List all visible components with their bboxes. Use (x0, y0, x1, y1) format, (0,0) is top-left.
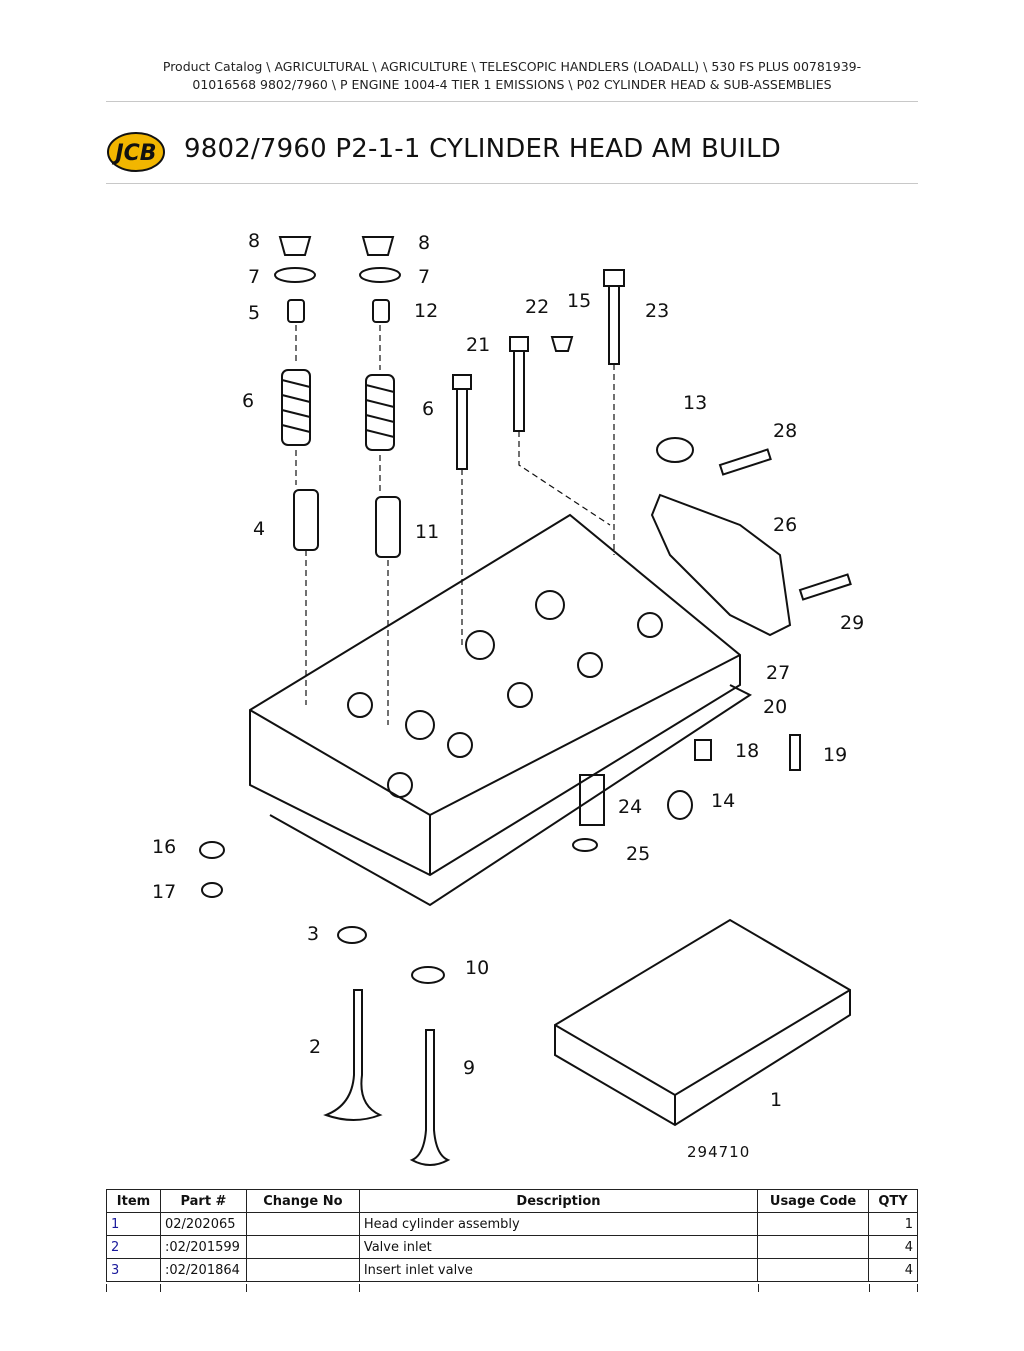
column-header-change: Change No (245, 1189, 360, 1213)
callout-9: 9 (463, 1057, 475, 1079)
quantity: 4 (867, 1258, 919, 1282)
header-divider (106, 101, 918, 102)
callout-29: 29 (840, 612, 864, 634)
callout-3: 3 (307, 923, 319, 945)
callout-26: 26 (773, 514, 797, 536)
column-header-usage: Usage Code (757, 1189, 869, 1213)
jcb-logo-text: JCB (111, 141, 156, 166)
callout-12: 12 (414, 300, 438, 322)
usage-code (757, 1235, 869, 1259)
callout-23: 23 (645, 300, 669, 322)
callout-10: 10 (465, 957, 489, 979)
callout-14: 14 (711, 790, 735, 812)
table-continuation (106, 1284, 918, 1292)
part-number: :02/201599 (159, 1235, 247, 1259)
callout-7-left: 7 (248, 266, 260, 288)
breadcrumb: Product Catalog \ AGRICULTURAL \ AGRICUL… (106, 58, 918, 94)
breadcrumb-line-1: Product Catalog \ AGRICULTURAL \ AGRICUL… (162, 59, 862, 74)
callout-6-left: 6 (242, 390, 254, 412)
diagram-reference-number: 294710 (687, 1143, 750, 1161)
usage-code (757, 1258, 869, 1282)
table-row: 1 02/202065 Head cylinder assembly 1 (106, 1212, 919, 1236)
column-header-part: Part # (159, 1189, 247, 1213)
callout-28: 28 (773, 420, 797, 442)
column-header-description: Description (358, 1189, 759, 1213)
callout-8-left: 8 (248, 230, 260, 252)
page-title: 9802/7960 P2-1-1 CYLINDER HEAD AM BUILD (184, 134, 782, 164)
callout-13: 13 (683, 392, 707, 414)
item-link[interactable]: 1 (106, 1212, 161, 1236)
callout-1: 1 (770, 1089, 782, 1111)
title-divider (106, 183, 918, 184)
callout-21: 21 (466, 334, 490, 356)
parts-table: Item Part # Change No Description Usage … (106, 1189, 919, 1282)
change-number (245, 1212, 360, 1236)
callout-25: 25 (626, 843, 650, 865)
callout-4: 4 (253, 518, 265, 540)
quantity: 1 (867, 1212, 919, 1236)
breadcrumb-line-2: 01016568 9802/7960 \ P ENGINE 1004-4 TIE… (192, 77, 832, 92)
column-header-item: Item (106, 1189, 161, 1213)
callout-20: 20 (763, 696, 787, 718)
description: Insert inlet valve (358, 1258, 759, 1282)
item-link[interactable]: 3 (106, 1258, 161, 1282)
callout-8-right: 8 (418, 232, 430, 254)
part-number: 02/202065 (159, 1212, 247, 1236)
quantity: 4 (867, 1235, 919, 1259)
callout-24: 24 (618, 796, 642, 818)
change-number (245, 1258, 360, 1282)
jcb-logo: JCB (107, 132, 165, 172)
callout-6-right: 6 (422, 398, 434, 420)
callout-5: 5 (248, 302, 260, 324)
usage-code (757, 1212, 869, 1236)
column-header-qty: QTY (867, 1189, 919, 1213)
description: Head cylinder assembly (358, 1212, 759, 1236)
callout-19: 19 (823, 744, 847, 766)
callout-11: 11 (415, 521, 439, 543)
item-link[interactable]: 2 (106, 1235, 161, 1259)
callout-16: 16 (152, 836, 176, 858)
callout-27: 27 (766, 662, 790, 684)
callout-15: 15 (567, 290, 591, 312)
table-header-row: Item Part # Change No Description Usage … (106, 1189, 919, 1213)
callout-17: 17 (152, 881, 176, 903)
callout-22: 22 (525, 296, 549, 318)
part-number: :02/201864 (159, 1258, 247, 1282)
callout-18: 18 (735, 740, 759, 762)
change-number (245, 1235, 360, 1259)
table-row: 2 :02/201599 Valve inlet 4 (106, 1235, 919, 1259)
table-row: 3 :02/201864 Insert inlet valve 4 (106, 1258, 919, 1282)
description: Valve inlet (358, 1235, 759, 1259)
exploded-parts-diagram: 8 7 5 6 4 8 7 12 6 11 22 15 23 21 13 28 … (152, 230, 864, 1166)
callout-7-right: 7 (418, 266, 430, 288)
callout-2: 2 (309, 1036, 321, 1058)
